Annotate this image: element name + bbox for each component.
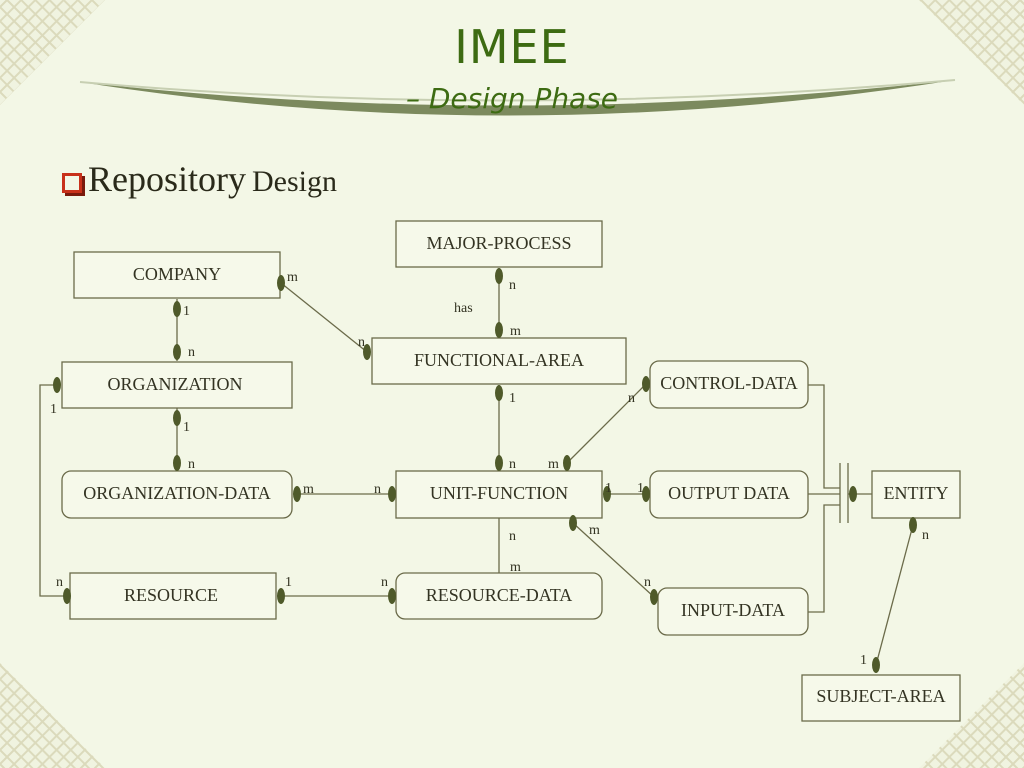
- label-subject-area: SUBJECT-AREA: [816, 686, 945, 706]
- card-out-uf: 1: [637, 481, 644, 496]
- corner-ornament: [0, 0, 105, 105]
- label-functional-area: FUNCTIONAL-AREA: [414, 350, 584, 370]
- card-sa-entity: 1: [860, 653, 867, 668]
- card-fa-uf: 1: [509, 391, 516, 406]
- bullet-heading: Repository Design: [62, 158, 337, 200]
- card-uf-cd: m: [548, 457, 559, 472]
- card-mp-fa: n: [509, 278, 516, 293]
- card-fa-mp: m: [510, 324, 521, 339]
- card-rd-res: n: [381, 575, 388, 590]
- relationship-has: has: [454, 301, 473, 316]
- label-unit-function: UNIT-FUNCTION: [430, 483, 568, 503]
- label-resource: RESOURCE: [124, 585, 218, 605]
- corner-ornament: [0, 663, 105, 768]
- card-uf-id: m: [589, 523, 600, 538]
- card-od-uf: m: [303, 482, 314, 497]
- entity-control-data: [649, 360, 809, 409]
- card-cd-uf: n: [628, 391, 635, 406]
- label-input-data: INPUT-DATA: [681, 600, 785, 620]
- card-id-uf: n: [644, 575, 651, 590]
- card-uf-out: 1: [605, 481, 612, 496]
- label-company: COMPANY: [133, 264, 221, 284]
- card-uf-rd: n: [509, 529, 516, 544]
- card-org-company: n: [188, 345, 195, 360]
- label-major-process: MAJOR-PROCESS: [426, 233, 571, 253]
- entity-subject-area: [801, 674, 961, 722]
- label-control-data: CONTROL-DATA: [660, 373, 798, 393]
- card-od-org: n: [188, 457, 195, 472]
- card-uf-od: n: [374, 482, 381, 497]
- corner-ornament: [919, 663, 1024, 768]
- card-uf-fa: n: [509, 457, 516, 472]
- connector-dots: [53, 268, 917, 673]
- entity-functional-area: [371, 337, 627, 385]
- label-resource-data: RESOURCE-DATA: [426, 585, 573, 605]
- bullet-sub-text: Design: [252, 165, 337, 198]
- card-company-fa: m: [287, 270, 298, 285]
- label-organization-data: ORGANIZATION-DATA: [83, 483, 271, 503]
- slide-title: IMEE: [454, 20, 570, 74]
- card-rd-uf: m: [510, 560, 521, 575]
- label-entity: ENTITY: [884, 483, 949, 503]
- card-org-od: 1: [183, 420, 190, 435]
- card-res-rd: 1: [285, 575, 292, 590]
- entity-major-process: [395, 220, 603, 268]
- label-organization: ORGANIZATION: [108, 374, 243, 394]
- title-swoosh: [79, 79, 956, 116]
- entity-organization: [61, 361, 293, 409]
- card-company-org: 1: [183, 304, 190, 319]
- entity-resource: [69, 572, 277, 620]
- bullet-main-text: Repository: [88, 159, 246, 199]
- entity-unit-function: [395, 470, 603, 519]
- card-res-org: n: [56, 575, 63, 590]
- card-fa-company: n: [358, 335, 365, 350]
- corner-ornament: [919, 0, 1024, 105]
- checkbox-bullet-icon: [62, 173, 82, 193]
- entity-output-data: [649, 470, 809, 519]
- label-output-data: OUTPUT DATA: [668, 483, 790, 503]
- entity-input-data: [657, 587, 809, 636]
- entity-entity: [871, 470, 961, 519]
- entity-company: [73, 251, 281, 299]
- slide-subtitle: – Design Phase: [405, 82, 619, 115]
- card-org-res: 1: [50, 402, 57, 417]
- card-entity-sa: n: [922, 528, 929, 543]
